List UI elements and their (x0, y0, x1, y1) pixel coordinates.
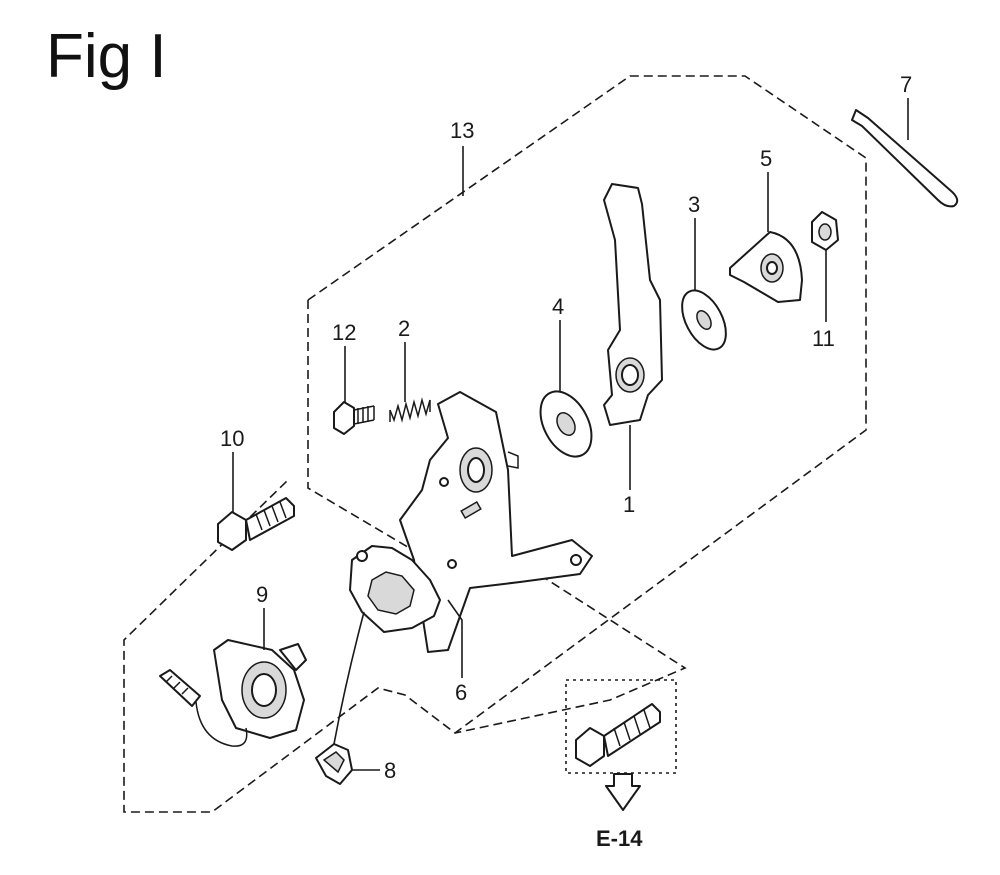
reference-arrow (605, 773, 641, 811)
reference-box (565, 679, 677, 774)
figure-title: Fig I (46, 22, 167, 91)
callout-4: 4 (552, 294, 564, 319)
callout-7: 7 (900, 72, 912, 97)
part-2-spring (389, 397, 431, 423)
callout-5: 5 (760, 146, 772, 171)
reference-label: E-14 (596, 826, 643, 851)
part-9-switch (159, 639, 307, 747)
reference-bolt (575, 703, 661, 767)
part-6-gear-plate (349, 545, 441, 633)
callout-10: 10 (220, 426, 244, 451)
callout-6: 6 (455, 680, 467, 705)
leader-6 (447, 599, 463, 678)
part-5-plate (729, 231, 803, 303)
callout-8: 8 (384, 758, 396, 783)
callout-9: 9 (256, 582, 268, 607)
part-7-pin (851, 109, 959, 208)
part-8-clip (315, 743, 353, 785)
part-3-washer (681, 289, 727, 351)
part-6-bracket (399, 391, 593, 653)
callout-1: 1 (623, 492, 635, 517)
callout-3: 3 (688, 192, 700, 217)
part-4-washer (539, 390, 593, 458)
part-10-bolt (217, 497, 295, 551)
callout-2: 2 (398, 316, 410, 341)
part-11-nut (811, 211, 839, 251)
assembly-boundary-inner (307, 300, 687, 734)
part-1-lever (603, 183, 663, 426)
callout-12: 12 (332, 320, 356, 345)
part-12-bolt (333, 401, 375, 435)
callout-11: 11 (812, 326, 835, 351)
leader-8-clip (333, 611, 365, 745)
assembly-boundary (123, 75, 867, 813)
callout-13: 13 (450, 118, 474, 143)
